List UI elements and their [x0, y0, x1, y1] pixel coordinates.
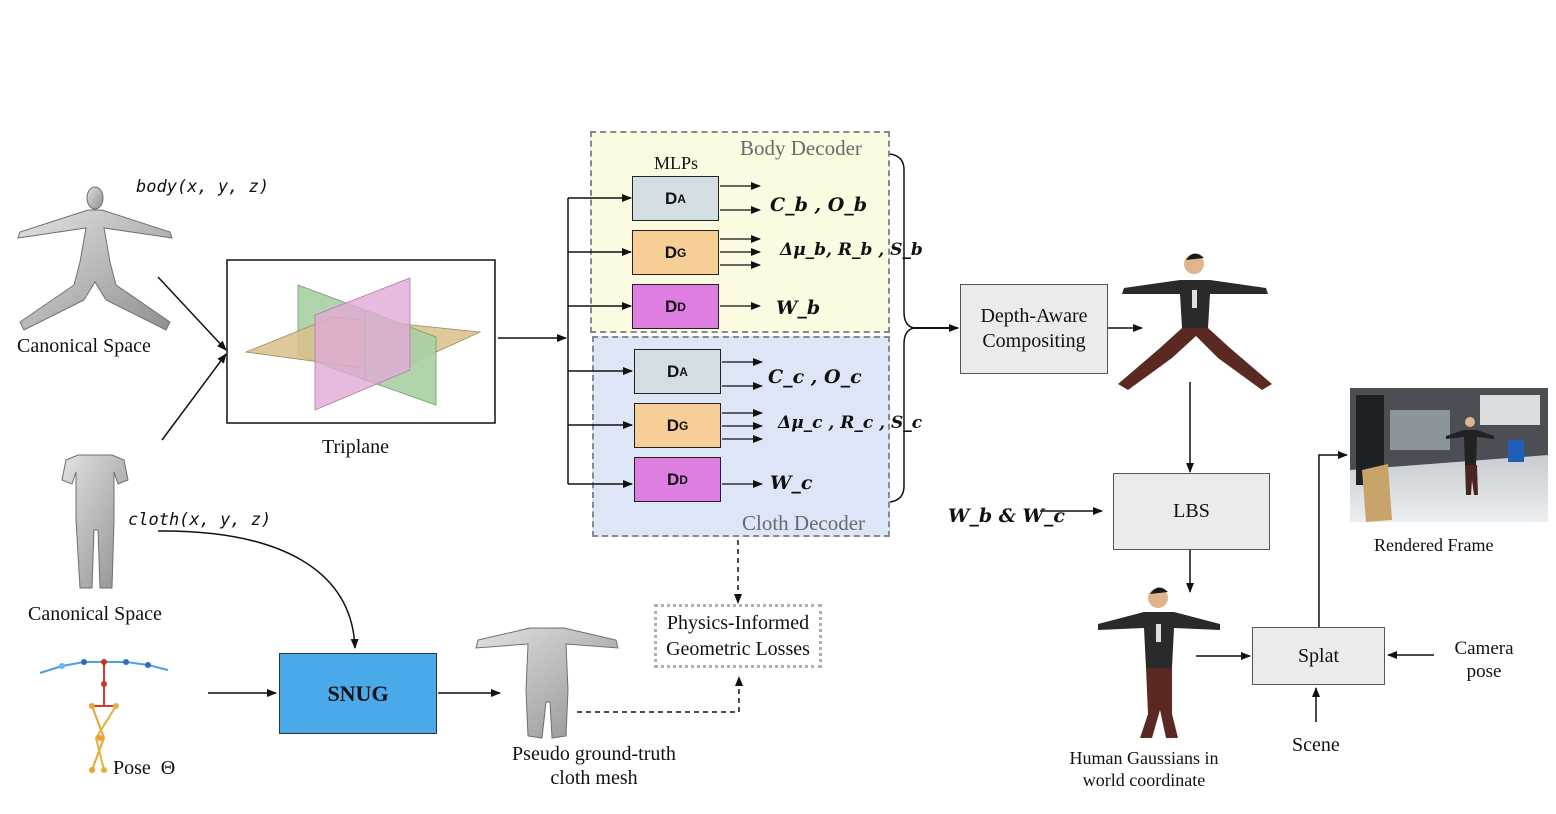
cloth-dd-output: W_c [770, 472, 813, 494]
body-da-output: C_b , O_b [770, 194, 868, 216]
avatar-world-icon [1098, 587, 1220, 738]
cloth-da-output: C_c , O_c [768, 366, 862, 388]
human-gaussians-label: Human Gaussians in world coordinate [1069, 748, 1219, 790]
triplane-icon [244, 277, 482, 411]
mlps-label: MLPs [654, 153, 699, 173]
canonical-space-body-label: Canonical Space [17, 335, 151, 357]
splat-box: Splat [1252, 627, 1385, 685]
pose-label: Pose Θ [113, 757, 176, 779]
avatar-composited-icon [1118, 253, 1272, 390]
depth-aware-compositing-box: Depth-Aware Compositing [960, 284, 1108, 374]
lbs-box: LBS [1113, 473, 1270, 550]
snug-box: SNUG [279, 653, 437, 734]
pseudo-cloth-mesh-icon [475, 627, 619, 739]
canonical-space-cloth-label: Canonical Space [28, 603, 162, 625]
cloth-decoder-title: Cloth Decoder [742, 511, 866, 535]
rendered-frame-icon [1350, 388, 1548, 522]
camera-pose-label: Camera pose [1454, 638, 1514, 682]
body-dg-output: Δμ_b, R_b , S_b [780, 240, 923, 260]
cloth-dg-output: Δμ_c , R_c , S_c [778, 413, 923, 433]
rendered-frame-label: Rendered Frame [1374, 535, 1494, 555]
cloth-function-label: cloth(x, y, z) [128, 510, 272, 530]
physics-losses-box: Physics-Informed Geometric Losses [654, 604, 822, 668]
body-mesh-icon [17, 186, 173, 331]
pseudo-gt-label: Pseudo ground-truth cloth mesh [512, 743, 676, 789]
scene-label: Scene [1292, 734, 1340, 756]
triplane-label: Triplane [322, 436, 390, 458]
cloth-mesh-icon [61, 454, 129, 589]
pose-skeleton-icon [39, 659, 169, 773]
body-dd-output: W_b [776, 297, 821, 319]
body-decoder-title: Body Decoder [740, 136, 862, 160]
weights-label: W_b & W_c [948, 505, 1065, 527]
body-function-label: body(x, y, z) [136, 177, 270, 197]
